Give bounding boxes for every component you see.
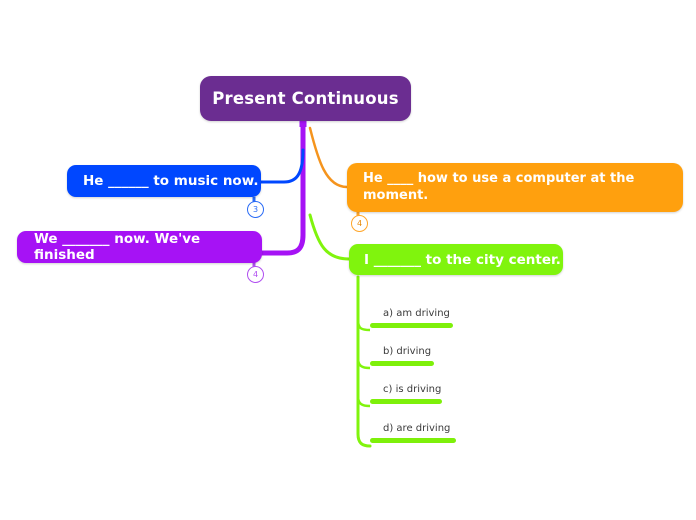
- badge-orange[interactable]: 4: [351, 215, 368, 232]
- node-question-green[interactable]: I _______ to the city center.: [349, 244, 563, 275]
- badge-blue[interactable]: 3: [247, 201, 264, 218]
- connector-violet: [259, 117, 306, 256]
- connector-option-b: [356, 357, 371, 370]
- badge-violet[interactable]: 4: [247, 266, 264, 283]
- node-question-blue[interactable]: He ______ to music now.: [67, 165, 261, 197]
- option-bar-d: [370, 438, 456, 443]
- option-label-c[interactable]: c) is driving: [383, 384, 442, 395]
- connector-orange: [308, 126, 349, 189]
- option-bar-c: [370, 399, 442, 404]
- node-root-label: Present Continuous: [212, 89, 399, 108]
- option-label-a[interactable]: a) am driving: [383, 308, 450, 319]
- connector-option-a: [356, 319, 371, 332]
- option-label-d[interactable]: d) are driving: [383, 423, 451, 434]
- node-green-label: I _______ to the city center.: [364, 251, 561, 268]
- node-blue-label: He ______ to music now.: [83, 173, 259, 189]
- option-bar-b: [370, 361, 434, 366]
- connector-green: [308, 213, 351, 261]
- node-violet-label: We _______ now. We've finished: [34, 231, 201, 263]
- connector-blue: [259, 148, 305, 184]
- node-question-violet[interactable]: We _______ now. We've finished: [17, 231, 262, 263]
- option-bar-a: [370, 323, 453, 328]
- connector-option-c: [356, 395, 371, 408]
- option-label-b[interactable]: b) driving: [383, 346, 432, 357]
- connector-options-trunk: [356, 275, 372, 448]
- node-root[interactable]: Present Continuous: [200, 76, 411, 121]
- node-orange-label: He ____ how to use a computer at the mom…: [363, 171, 635, 203]
- node-question-orange[interactable]: He ____ how to use a computer at the mom…: [347, 163, 683, 212]
